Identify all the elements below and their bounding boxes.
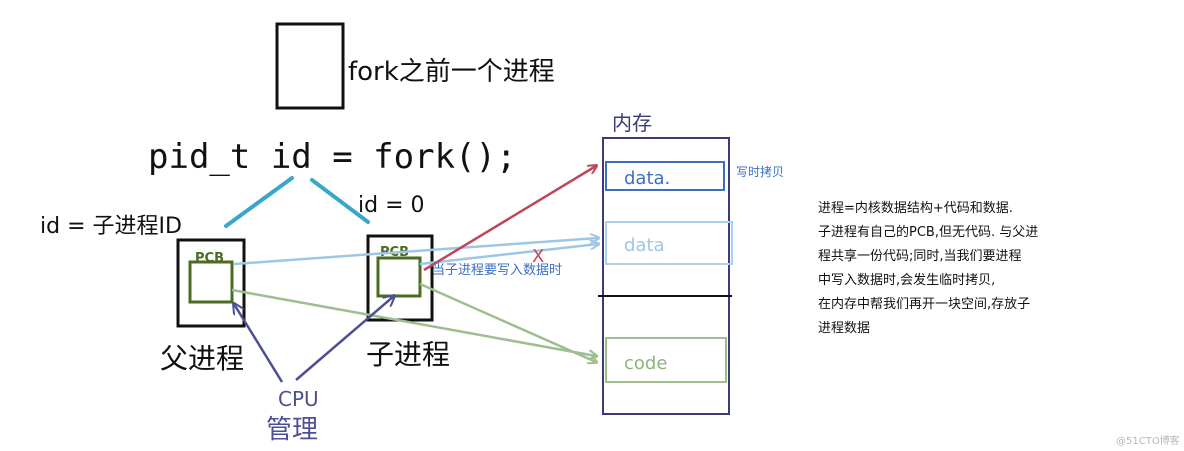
explanation-line: 进程数据 [818, 321, 870, 336]
parent-pcb-box [188, 260, 234, 304]
parent-pcb-label: PCB [195, 251, 224, 266]
child-pcb-box [376, 256, 422, 298]
parent-to-data-arrow [233, 238, 598, 266]
explanation-line: 中写入数据时,会发生临时拷贝, [818, 272, 995, 288]
watermark: @51CTO博客 [1116, 434, 1180, 447]
cow-note: 写时拷贝 [736, 164, 784, 179]
explanation-line: 程共享一份代码;同时,当我们要进程 [818, 248, 1022, 264]
pre-fork-note: fork之前一个进程 [348, 57, 555, 87]
child-to-code-arrow [419, 282, 596, 362]
explanation-line: 子进程有自己的PCB,但无代码. 与父进 [818, 224, 1038, 240]
explanation-line: 进程=内核数据结构+代码和数据. [818, 200, 1013, 216]
memory-code: code [624, 353, 667, 374]
child-id-label: id = 0 [358, 193, 425, 218]
fork-code-line: pid_t id = fork(); [148, 137, 516, 177]
child-write-arrow [423, 166, 596, 272]
parent-to-code-arrow [231, 288, 596, 356]
memory-data-copy-box [605, 161, 725, 191]
child-caption: 子进程 [366, 338, 450, 371]
child-write-note: 当子进程要写入数据时 [432, 263, 562, 278]
cpu-label: CPU [278, 387, 319, 411]
fork-branch-left [224, 176, 294, 228]
explanation-line: 在内存中帮我们再开一块空间,存放子 [818, 296, 1030, 312]
parent-caption: 父进程 [160, 342, 244, 375]
parent-id-label: id = 子进程ID [40, 214, 182, 239]
manage-label: 管理 [266, 415, 318, 445]
memory-data-shared-box [605, 221, 733, 265]
cpu-to-child-arrow [295, 296, 394, 381]
memory-data-copy: data. [624, 168, 670, 189]
parent-process-box [176, 238, 246, 328]
memory-data-shared: data [624, 235, 665, 256]
cross-mark: X [532, 246, 544, 267]
explanation-block: 进程=内核数据结构+代码和数据. 子进程有自己的PCB,但无代码. 与父进 程共… [818, 200, 1038, 336]
memory-code-box [605, 337, 727, 383]
fork-branch-right [310, 178, 370, 224]
child-to-data-arrow [419, 244, 598, 266]
cpu-to-parent-arrow [234, 304, 284, 383]
memory-column [602, 137, 730, 415]
memory-title: 内存 [612, 111, 652, 135]
pre-fork-process-box [275, 22, 345, 110]
